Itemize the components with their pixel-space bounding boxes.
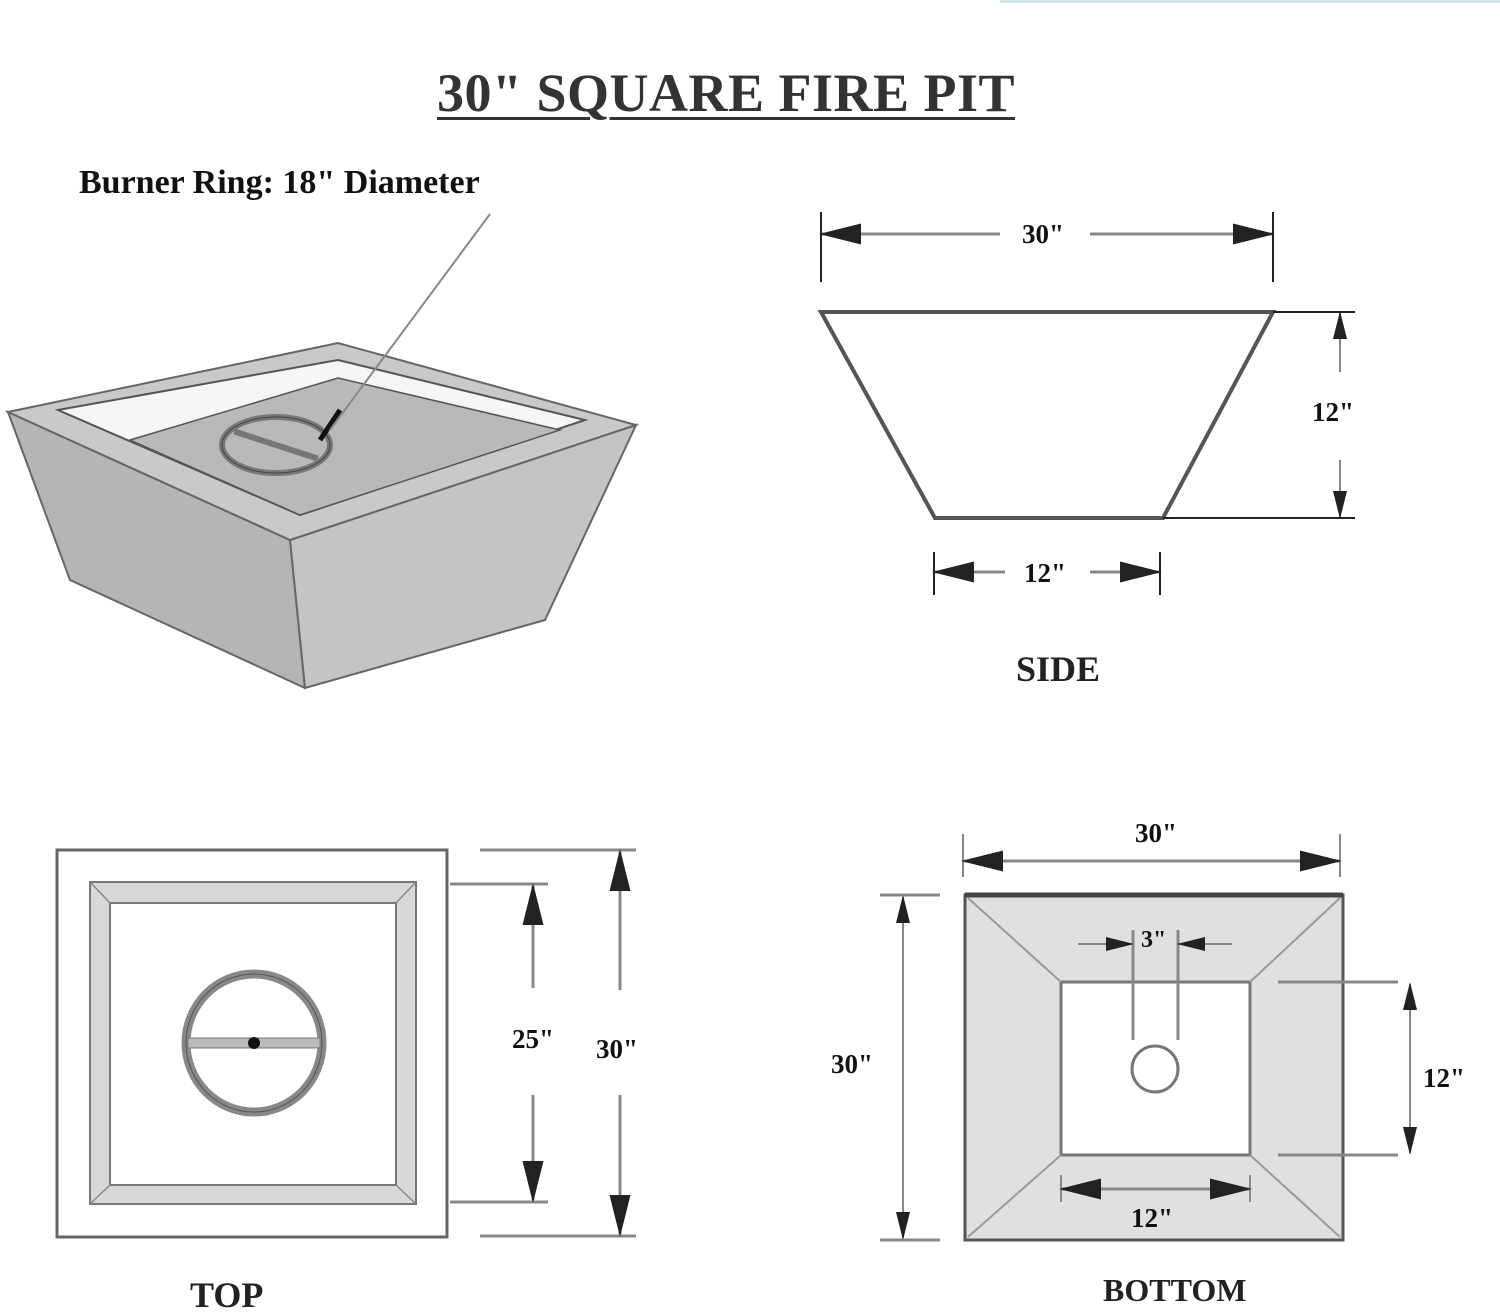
side-top-width-dim: 30" <box>1022 219 1064 249</box>
side-height-dim: 12" <box>1312 397 1354 427</box>
bottom-height-dim: 30" <box>831 1049 873 1079</box>
top-inner-dim: 25" <box>512 1024 554 1054</box>
page-title: 30" SQUARE FIRE PIT <box>436 63 1016 123</box>
bottom-view-label: BOTTOM <box>1103 1272 1247 1308</box>
bottom-base-width-dim: 12" <box>1131 1203 1173 1233</box>
side-view-label: SIDE <box>1016 649 1101 689</box>
burner-ring-callout: Burner Ring: 18" Diameter <box>79 164 480 201</box>
top-accent-bar <box>1000 0 1500 3</box>
bottom-base-height-dim: 12" <box>1423 1063 1465 1093</box>
perspective-view <box>4 213 640 690</box>
top-outer-dim: 30" <box>596 1034 638 1064</box>
gas-hole-dim: 3" <box>1141 927 1167 953</box>
bottom-view-drawing <box>880 834 1417 1242</box>
bottom-width-dim: 30" <box>1135 818 1177 848</box>
side-view-drawing <box>817 212 1355 595</box>
top-view-drawing <box>55 848 636 1239</box>
side-bottom-width-dim: 12" <box>1024 558 1066 588</box>
top-view-label: TOP <box>190 1275 264 1315</box>
